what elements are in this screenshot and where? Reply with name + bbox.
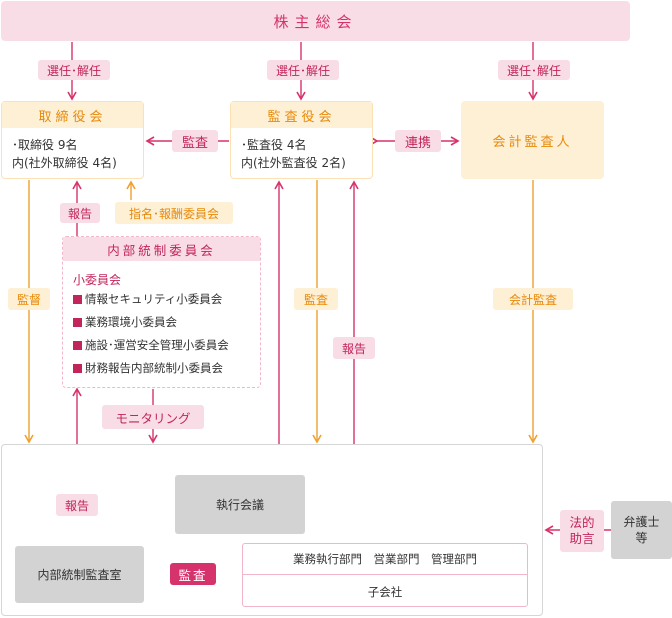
dept-report-tag-label: 報告: [341, 341, 366, 356]
lawyers: 弁護士 等: [611, 501, 672, 559]
audit-board: 監査役会 ･監査役 4名 内(社外監査役 2名): [230, 101, 373, 179]
audit-tag-board: 監査: [172, 130, 218, 152]
election-tag-board: 選任･解任: [38, 60, 110, 80]
nomination-committee-label: 指名･報酬委員会: [128, 206, 219, 221]
bullet-square-icon: [73, 341, 82, 350]
internal-audit-action-tag: 監査: [170, 563, 216, 585]
auditors-audit-tag-label: 監査: [303, 292, 328, 307]
board-title: 取締役会: [2, 102, 143, 128]
subsidiaries-row: 子会社: [243, 576, 527, 607]
executive-meeting-label: 執行会議: [215, 498, 264, 512]
election-tag-auditors-label: 選任･解任: [275, 63, 330, 78]
board-details: ･取締役 9名 内(社外取締役 4名): [12, 136, 117, 172]
legal-advice-tag-label: 法的 助言: [569, 515, 595, 546]
icc-item-label: 施設･運営安全管理小委員会: [85, 338, 229, 352]
lawyers-label: 弁護士 等: [623, 515, 660, 545]
election-tag-accounting-label: 選任･解任: [506, 63, 561, 78]
monitoring-tag: モニタリング: [102, 405, 204, 429]
supervision-tag: 監督: [8, 288, 50, 310]
icc-report-tag-label: 報告: [67, 206, 92, 221]
supervision-tag-label: 監督: [16, 292, 41, 307]
subsidiaries-row-label: 子会社: [367, 584, 403, 599]
departments-row: 業務執行部門 営業部門 管理部門: [243, 544, 527, 575]
icc-item: 業務環境小委員会: [73, 314, 177, 330]
internal-audit-action-label: 監査: [178, 567, 208, 583]
executive-meeting: 執行会議: [175, 475, 305, 534]
bullet-square-icon: [73, 364, 82, 373]
departments-box: 業務執行部門 営業部門 管理部門 子会社: [242, 543, 528, 607]
departments-row-label: 業務執行部門 営業部門 管理部門: [293, 552, 477, 566]
accounting-audit-tag: 会計監査: [493, 288, 573, 310]
shareholders-meeting: 株主総会: [1, 1, 630, 41]
audit-board-title: 監査役会: [231, 102, 372, 128]
dept-report-tag: 報告: [333, 337, 375, 359]
audit-tag-board-label: 監査: [181, 135, 208, 151]
icc-item: 財務報告内部統制小委員会: [73, 360, 223, 376]
cooperation-tag: 連携: [395, 130, 441, 152]
legal-advice-tag: 法的 助言: [560, 510, 604, 552]
board-line-1: ･取締役 9名: [12, 138, 78, 152]
board-of-directors: 取締役会 ･取締役 9名 内(社外取締役 4名): [1, 101, 144, 179]
election-tag-auditors: 選任･解任: [267, 60, 339, 80]
audit-board-line-1: ･監査役 4名: [241, 138, 307, 152]
monitoring-tag-label: モニタリング: [115, 410, 191, 426]
internal-audit-report-tag: 報告: [56, 494, 98, 516]
icc-item-label: 情報セキュリティ小委員会: [85, 292, 223, 306]
icc-item-label: 業務環境小委員会: [85, 315, 177, 329]
election-tag-board-label: 選任･解任: [46, 63, 101, 78]
accounting-audit-tag-label: 会計監査: [508, 292, 557, 307]
nomination-committee-tag: 指名･報酬委員会: [115, 202, 233, 224]
audit-board-line-2: 内(社外監査役 2名): [241, 156, 346, 170]
internal-audit-report-tag-label: 報告: [64, 498, 89, 513]
icc-report-tag: 報告: [60, 203, 100, 223]
shareholders-meeting-label: 株主総会: [273, 12, 358, 31]
icc-item-label: 財務報告内部統制小委員会: [85, 361, 223, 375]
bullet-square-icon: [73, 318, 82, 327]
internal-audit-office: 内部統制監査室: [15, 546, 144, 603]
accounting-auditor-label: 会計監査人: [492, 134, 573, 150]
icc-item: 情報セキュリティ小委員会: [73, 291, 222, 307]
icc-title: 内部統制委員会: [63, 237, 260, 261]
audit-board-details: ･監査役 4名 内(社外監査役 2名): [241, 136, 346, 172]
internal-audit-office-label: 内部統制監査室: [37, 568, 122, 582]
election-tag-accounting: 選任･解任: [498, 60, 570, 80]
internal-control-committee: 内部統制委員会 小委員会 情報セキュリティ小委員会 業務環境小委員会 施設･運営…: [62, 236, 261, 388]
board-line-2: 内(社外取締役 4名): [12, 156, 117, 170]
icc-subtitle: 小委員会: [73, 273, 122, 287]
accounting-auditor: 会計監査人: [461, 101, 604, 179]
auditors-audit-tag: 監査: [294, 288, 338, 310]
icc-item: 施設･運営安全管理小委員会: [73, 337, 229, 353]
bullet-square-icon: [73, 295, 82, 304]
cooperation-tag-label: 連携: [404, 135, 431, 151]
